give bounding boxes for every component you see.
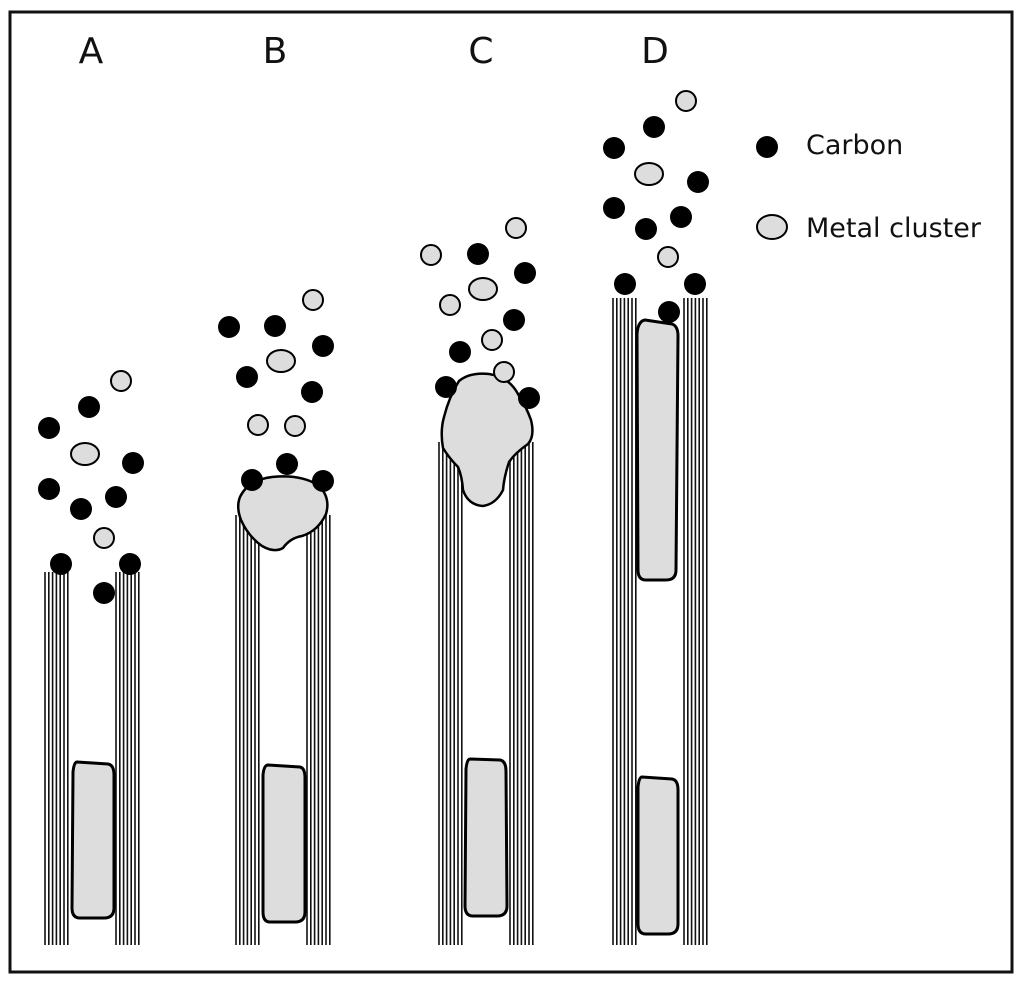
carbon-atom [603, 137, 625, 159]
carbon-atom [70, 498, 92, 520]
carbon-atom [684, 273, 706, 295]
carbon-atom [38, 417, 60, 439]
metal-plug-c [440, 372, 534, 508]
metal-cluster [657, 246, 679, 268]
tube-wall-a-right [115, 572, 140, 945]
tube-wall-c-left [438, 442, 463, 945]
carbon-atom [643, 116, 665, 138]
carbon-atom [218, 316, 240, 338]
metal-cluster [70, 442, 100, 466]
carbon-atom [603, 197, 625, 219]
tube-wall-b-right [306, 515, 331, 945]
carbon-atom [276, 453, 298, 475]
panel-label-c: C [468, 31, 493, 72]
tube-wall-a-left [44, 572, 69, 945]
metal-cluster [247, 414, 269, 436]
metal-cluster [439, 294, 461, 316]
carbon-atom [312, 470, 334, 492]
metal-cap-b [237, 475, 329, 552]
carbon-atom [467, 243, 489, 265]
carbon-atom [687, 171, 709, 193]
tube-wall-c-right [509, 442, 534, 945]
legend-metal-cluster-icon [756, 214, 788, 240]
carbon-atom [93, 582, 115, 604]
metal-cluster [505, 217, 527, 239]
tube-wall-d-left [612, 298, 637, 945]
metal-cluster [481, 329, 503, 351]
metal-cluster [634, 162, 664, 186]
carbon-atom [503, 309, 525, 331]
carbon-atom [236, 366, 258, 388]
carbon-atom [119, 553, 141, 575]
panel-label-d: D [641, 31, 669, 72]
carbon-atom [301, 381, 323, 403]
legend-carbon-label: Carbon [806, 130, 903, 161]
carbon-atom [105, 486, 127, 508]
panel-label-a: A [79, 31, 104, 72]
carbon-atom [78, 396, 100, 418]
metal-cluster [468, 277, 498, 301]
metal-cluster [93, 527, 115, 549]
carbon-atom [670, 206, 692, 228]
carbon-atom [38, 478, 60, 500]
panel-label-b: B [263, 31, 288, 72]
metal-block-a [70, 760, 116, 920]
metal-cluster [420, 244, 442, 266]
metal-cluster [493, 361, 515, 383]
carbon-atom [50, 553, 72, 575]
legend-metal-cluster-label: Metal cluster [806, 213, 982, 244]
metal-block-c [463, 757, 509, 918]
metal-block-b [261, 763, 307, 924]
carbon-atom [614, 273, 636, 295]
carbon-atom [514, 262, 536, 284]
carbon-atom [264, 315, 286, 337]
tube-wall-d-right [683, 298, 708, 945]
figure-frame [8, 10, 1014, 974]
carbon-atom [658, 301, 680, 323]
metal-block-d-lower [636, 775, 680, 936]
carbon-atom [122, 452, 144, 474]
carbon-atom [635, 218, 657, 240]
metal-cluster [284, 415, 306, 437]
legend: Carbon Metal cluster [756, 130, 982, 244]
metal-block-d-upper [635, 318, 680, 582]
metal-cluster [266, 349, 296, 373]
metal-cluster [675, 90, 697, 112]
carbon-atom [435, 376, 457, 398]
carbon-atom [312, 335, 334, 357]
tube-wall-b-left [235, 515, 260, 945]
carbon-atom [449, 341, 471, 363]
legend-carbon-icon [756, 136, 778, 158]
carbon-atom [241, 469, 263, 491]
carbon-atom [518, 387, 540, 409]
metal-cluster [302, 289, 324, 311]
metal-cluster [110, 370, 132, 392]
